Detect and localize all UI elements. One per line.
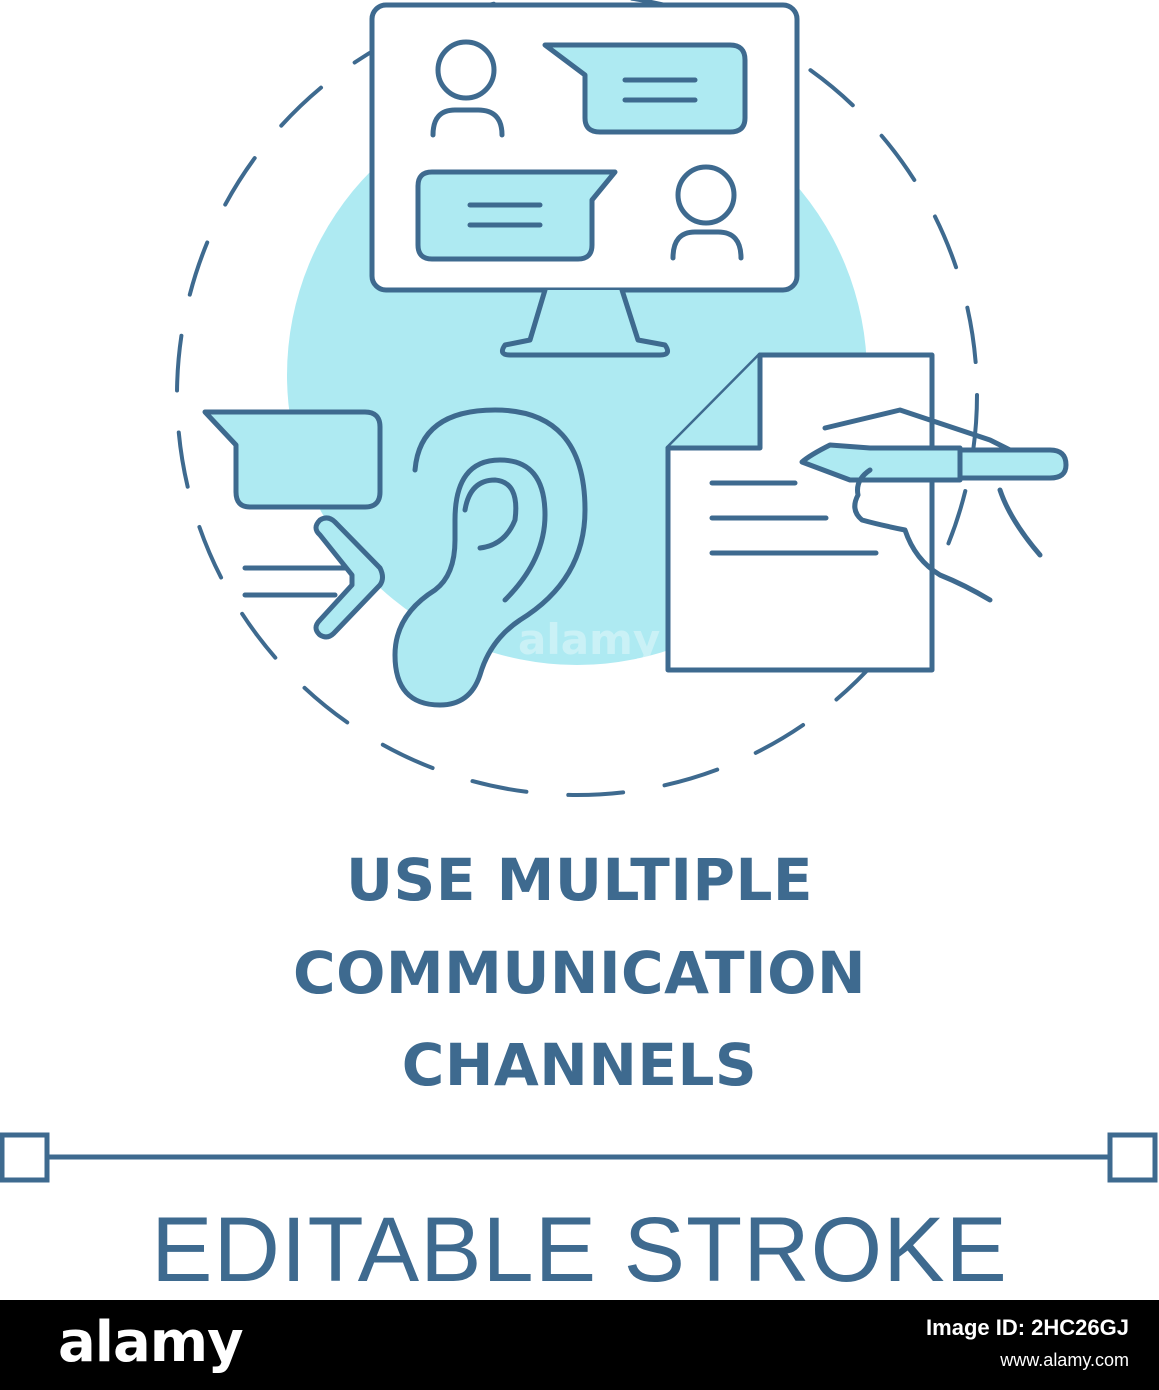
title-line-3: CHANNELS (401, 1031, 758, 1099)
footer-url: www.alamy.com (1000, 1350, 1129, 1370)
user-icon (430, 39, 505, 138)
chat-bubble-icon (542, 42, 748, 135)
handle-left (0, 1132, 50, 1183)
stroke-rule (0, 1132, 1158, 1183)
hand-with-pen-icon (799, 407, 1069, 603)
footer-logo: alamy (58, 1310, 244, 1375)
ear-icon (392, 407, 588, 708)
chat-bubble-icon (202, 409, 383, 510)
handle-right (1107, 1132, 1158, 1183)
footer-info: Image ID: 2HC26GJ www.alamy.com (926, 1312, 1129, 1376)
arrow-right-icon (242, 515, 385, 640)
title-line-2: COMMUNICATION (293, 939, 866, 1007)
title-line-1: USE MULTIPLE (345, 846, 814, 914)
document-icon (665, 352, 935, 673)
monitor-icon (369, 2, 800, 358)
footer-bar (0, 1300, 1159, 1390)
user-icon (670, 164, 744, 261)
dashed-ring (175, 0, 979, 797)
chat-bubble-icon (415, 169, 618, 262)
image-id: Image ID: 2HC26GJ (926, 1315, 1129, 1340)
watermark-text: alamy (518, 615, 661, 664)
editable-stroke-caption: EDITABLE STROKE (151, 1199, 1008, 1301)
concept-illustration (0, 0, 1158, 1183)
